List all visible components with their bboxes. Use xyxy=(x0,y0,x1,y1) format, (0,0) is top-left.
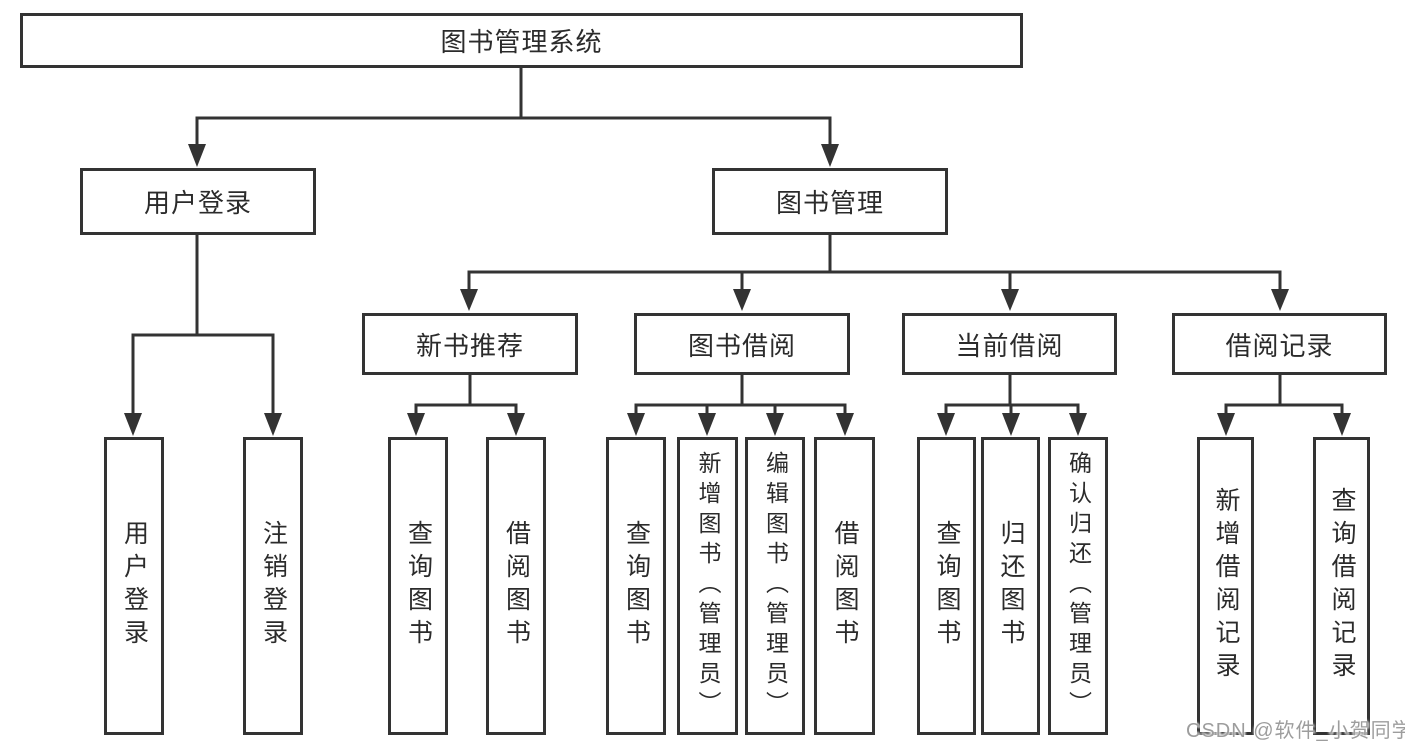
node-system-root: 图书管理系统 xyxy=(20,13,1023,68)
node-label: 新增图书（管理员） xyxy=(695,451,721,721)
node-label: 查询图书 xyxy=(404,520,433,652)
node-label: 借阅图书 xyxy=(831,520,859,652)
node-label: 图书借阅 xyxy=(687,330,796,361)
node-new-book-recommendation: 新书推荐 xyxy=(362,313,578,375)
node-label: 借阅图书 xyxy=(502,520,531,652)
node-label: 确认归还（管理员） xyxy=(1065,451,1092,721)
node-label: 新增借阅记录 xyxy=(1212,487,1240,685)
leaf-user-login: 用户登录 xyxy=(104,437,164,735)
leaf-query-book-under-recommendation: 查询图书 xyxy=(388,437,448,735)
node-current-borrowing: 当前借阅 xyxy=(902,313,1117,375)
leaf-add-borrow-record: 新增借阅记录 xyxy=(1197,437,1254,735)
node-label: 归还图书 xyxy=(997,520,1025,652)
node-label: 新书推荐 xyxy=(415,330,524,361)
leaf-query-book-under-borrowing: 查询图书 xyxy=(606,437,666,735)
leaf-confirm-return-admin: 确认归还（管理员） xyxy=(1048,437,1108,735)
node-borrowing-records: 借阅记录 xyxy=(1172,313,1387,375)
node-label: 查询借阅记录 xyxy=(1328,487,1356,685)
leaf-return-book: 归还图书 xyxy=(981,437,1040,735)
leaf-query-borrow-record: 查询借阅记录 xyxy=(1313,437,1370,735)
node-label: 注销登录 xyxy=(259,520,288,652)
leaf-logout: 注销登录 xyxy=(243,437,303,735)
node-label: 图书管理系统 xyxy=(440,27,603,57)
node-label: 借阅记录 xyxy=(1225,330,1334,361)
leaf-add-book-admin: 新增图书（管理员） xyxy=(677,437,738,735)
node-label: 用户登录 xyxy=(120,520,149,652)
node-book-management: 图书管理 xyxy=(712,168,948,235)
leaf-edit-book-admin: 编辑图书（管理员） xyxy=(745,437,805,735)
node-user-login: 用户登录 xyxy=(80,168,316,235)
node-label: 当前借阅 xyxy=(955,330,1064,361)
node-label: 图书管理 xyxy=(775,188,884,218)
arrowheads xyxy=(124,144,1351,436)
node-label: 用户登录 xyxy=(143,188,252,218)
csdn-watermark: CSDN @软件_小贺同学 xyxy=(1186,720,1405,742)
leaf-borrow-book-under-recommendation: 借阅图书 xyxy=(486,437,546,735)
node-label: 查询图书 xyxy=(933,520,961,652)
node-label: 编辑图书（管理员） xyxy=(762,451,789,721)
node-label: 查询图书 xyxy=(622,520,651,652)
leaf-borrow-book-under-borrowing: 借阅图书 xyxy=(814,437,875,735)
leaf-query-book-under-current: 查询图书 xyxy=(917,437,976,735)
node-book-borrowing: 图书借阅 xyxy=(634,313,850,375)
